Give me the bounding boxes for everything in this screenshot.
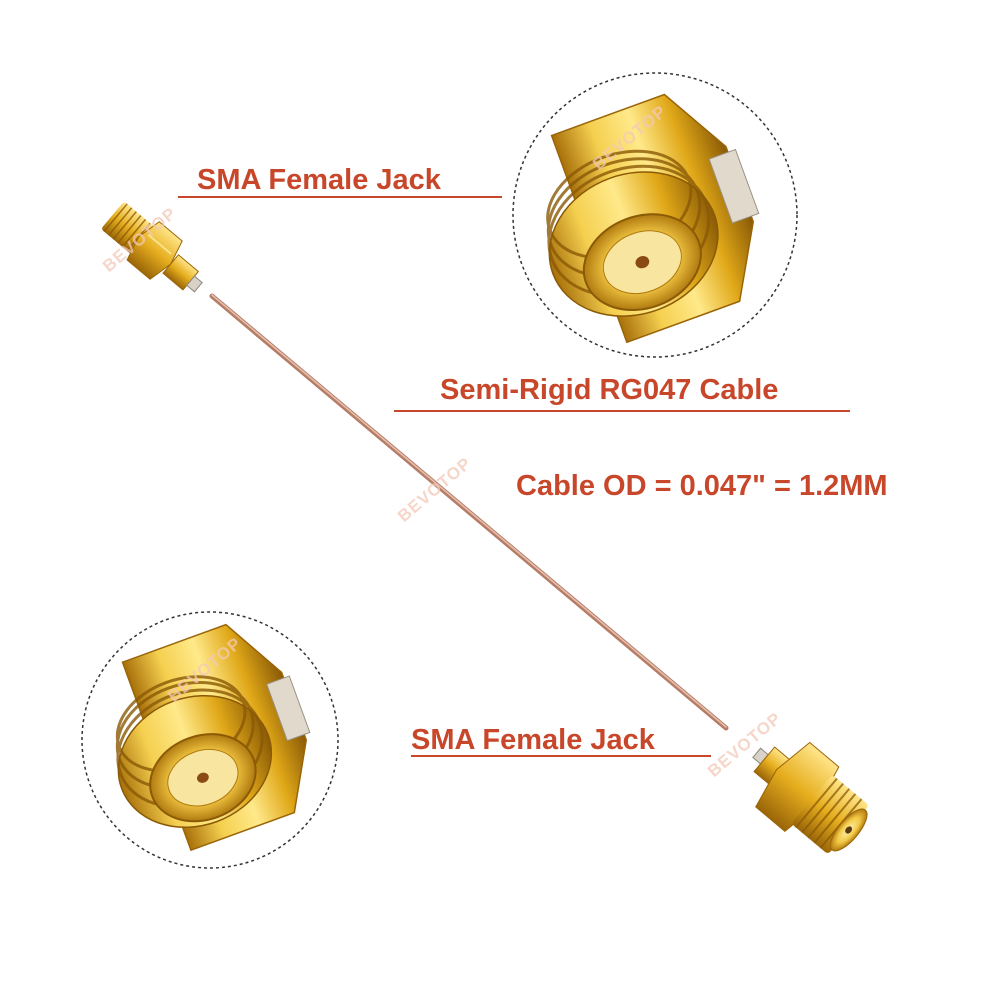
- top-connector-label: SMA Female Jack: [197, 164, 441, 196]
- cable-underline: [394, 410, 850, 412]
- bottom-connector-zoom: [81, 611, 339, 869]
- top-sma-connector: [102, 202, 203, 293]
- bottom-sma-connector: [752, 741, 868, 853]
- bottom-connector-underline: [411, 755, 711, 757]
- top-connector-underline: [178, 196, 502, 198]
- semi-rigid-cable: [209, 293, 729, 731]
- top-connector-zoom: [512, 72, 798, 358]
- bottom-connector-label: SMA Female Jack: [411, 724, 655, 756]
- cable-label: Semi-Rigid RG047 Cable: [440, 374, 779, 406]
- cable-od-label: Cable OD = 0.047" = 1.2MM: [516, 470, 888, 502]
